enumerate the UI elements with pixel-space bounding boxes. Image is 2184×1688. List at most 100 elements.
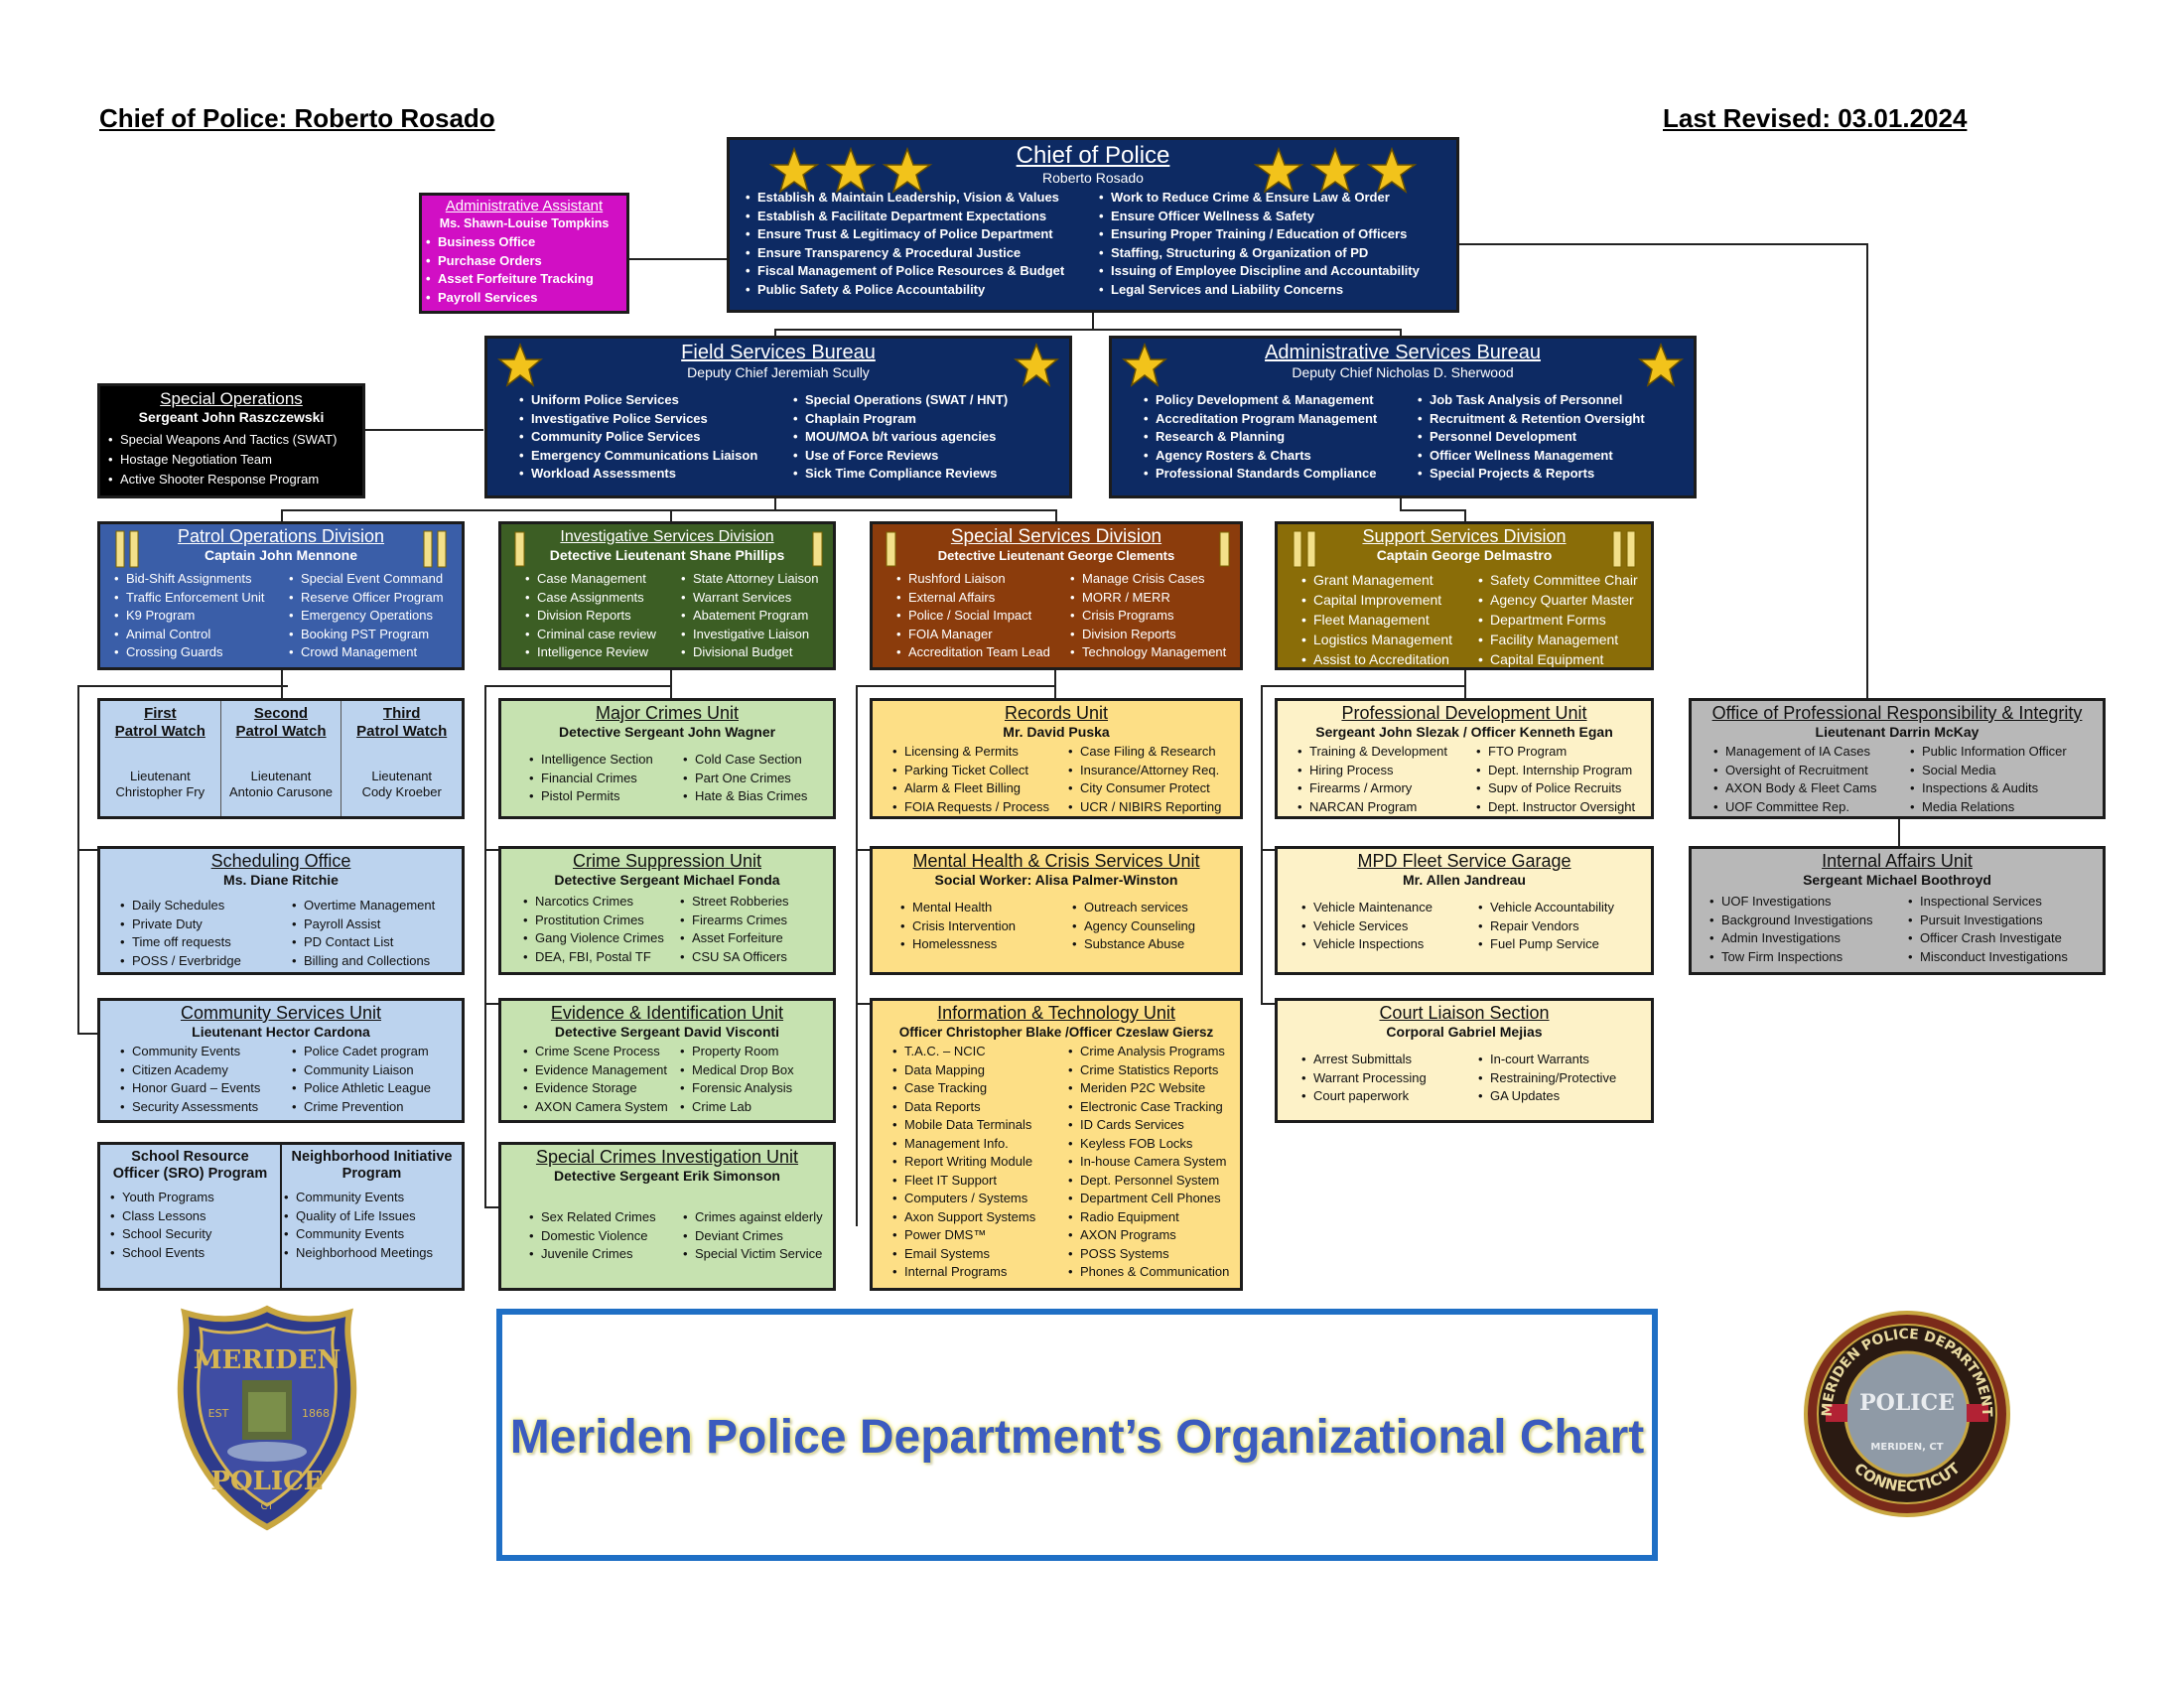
list-item: Issuing of Employee Discipline and Accou… [1099,262,1444,281]
list-item: Prostitution Crimes [523,912,672,930]
list-item: Insurance/Attorney Req. [1068,762,1236,780]
list-item: In-court Warrants [1478,1051,1647,1069]
list-item: Recruitment & Retention Oversight [1418,410,1684,429]
badge-year-text: 1868 [302,1407,330,1420]
list-item: Use of Force Reviews [793,447,1059,466]
list-item: Personnel Development [1418,428,1684,447]
records-left: Licensing & Permits Parking Ticket Colle… [890,743,1060,816]
list-item: Substance Abuse [1072,935,1236,954]
list-item: Evidence Storage [523,1079,672,1098]
patrol-div-right: Special Event Command Reserve Officer Pr… [287,570,456,662]
list-item: Axon Support Systems [892,1208,1060,1227]
list-item: Police / Social Impact [896,607,1062,626]
special-operations-title: Special Operations [160,389,303,408]
list-item: Security Assessments [120,1098,284,1117]
badge-top-text: MERIDEN [194,1345,341,1375]
list-item: Vehicle Maintenance [1301,899,1470,917]
patrol-operations-division-box: Patrol Operations Division Captain John … [97,521,465,670]
list-item: Criminal case review [525,626,673,644]
list-item: Intelligence Review [525,643,673,662]
list-item: Meriden P2C Website [1068,1079,1236,1098]
list-item: Animal Control [114,626,281,644]
last-revised-label: Last Revised: 03.01.2024 [1663,103,1968,133]
sro-title: Officer (SRO) Program [112,1166,268,1182]
list-item: Dept. Internship Program [1476,762,1647,780]
seal-city-text: MERIDEN, CT [1870,1442,1943,1453]
professional-development-unit-box: Professional Development Unit Sergeant J… [1275,698,1654,819]
list-item: Vehicle Accountability [1478,899,1647,917]
evidence-identification-unit-box: Evidence & Identification Unit Detective… [498,998,836,1123]
list-item: Vehicle Inspections [1301,935,1470,954]
invest-div-right: State Attorney Liaison Warrant Services … [679,570,829,662]
list-item: Licensing & Permits [892,743,1060,762]
chief-duties-right: Work to Reduce Crime & Ensure Law & Orde… [1097,189,1444,299]
special-div-name: Detective Lieutenant George Clements [937,548,1175,563]
list-item: Manage Crisis Cases [1070,570,1236,589]
list-item: Fiscal Management of Police Resources & … [746,262,1091,281]
list-item: Officer Wellness Management [1418,447,1684,466]
list-item: Phones & Communication [1068,1263,1236,1282]
list-item: Technology Management [1070,643,1236,662]
list-item: Property Room [680,1043,829,1061]
list-item: Tow Firm Inspections [1709,948,1900,967]
field-bureau-left: Uniform Police Services Investigative Po… [517,391,785,484]
list-item: Hate & Bias Crimes [683,787,829,806]
list-item: Crime Prevention [292,1098,456,1117]
watch-title: Third [382,705,421,722]
list-item: Emergency Operations [289,607,456,626]
list-item: Firearms Crimes [680,912,829,930]
court-liaison-section-box: Court Liaison Section Corporal Gabriel M… [1275,998,1654,1123]
watch-rank: Lieutenant [129,769,191,783]
list-item: Restraining/Protective [1478,1069,1647,1088]
scheduling-name: Ms. Diane Ritchie [223,872,339,888]
list-item: Warrant Processing [1301,1069,1470,1088]
list-item: Radio Equipment [1068,1208,1236,1227]
list-item: Emergency Communications Liaison [519,447,785,466]
invest-div-name: Detective Lieutenant Shane Phillips [549,547,785,563]
admin-bureau-left: Policy Development & Management Accredit… [1142,391,1410,484]
list-item: UOF Committee Rep. [1713,798,1902,817]
list-item: School Security [110,1225,280,1244]
nip-title: Neighborhood Initiative [291,1149,453,1165]
court-left: Arrest Submittals Warrant Processing Cou… [1299,1051,1470,1106]
list-item: Domestic Violence [529,1227,675,1246]
list-item: Rushford Liaison [896,570,1062,589]
list-item: Outreach services [1072,899,1236,917]
special-crimes-right: Crimes against elderly Deviant Crimes Sp… [681,1208,829,1264]
list-item: Public Safety & Police Accountability [746,281,1091,300]
list-item: Payroll Services [426,289,626,308]
list-item: Logistics Management [1301,630,1470,649]
list-item: Inspectional Services [1908,893,2099,912]
list-item: Oversight of Recruitment [1713,762,1902,780]
list-item: Mental Health [900,899,1064,917]
admin-bureau-title: Administrative Services Bureau [1265,342,1541,363]
list-item: Chaplain Program [793,410,1059,429]
list-item: Keyless FOB Locks [1068,1135,1236,1154]
list-item: NARCAN Program [1297,798,1468,817]
list-item: FOIA Manager [896,626,1062,644]
list-item: Community Events [284,1225,462,1244]
sro-list: Youth Programs Class Lessons School Secu… [100,1189,280,1262]
list-item: Crisis Intervention [900,917,1064,936]
list-item: Capital Improvement [1301,590,1470,610]
list-item: Agency Counseling [1072,917,1236,936]
list-item: Research & Planning [1144,428,1410,447]
records-unit-box: Records Unit Mr. David Puska Licensing &… [870,698,1243,819]
list-item: Inspections & Audits [1910,779,2099,798]
list-item: AXON Programs [1068,1226,1236,1245]
patrol-watches-box: First Patrol Watch Lieutenant Christophe… [97,698,465,819]
meriden-police-badge-logo: MERIDEN POLICE EST 1868 CT [177,1305,357,1531]
records-title: Records Unit [1004,703,1109,723]
list-item: Community Events [120,1043,284,1061]
list-item: Arrest Submittals [1301,1051,1470,1069]
mental-health-title: Mental Health & Crisis Services Unit [912,851,1200,871]
list-item: Crimes against elderly [683,1208,829,1227]
chief-name: Roberto Rosado [1042,170,1144,186]
list-item: Agency Rosters & Charts [1144,447,1410,466]
list-item: Juvenile Crimes [529,1245,675,1264]
list-item: Hiring Process [1297,762,1468,780]
watch-lieutenant-name: Antonio Carusone [228,784,334,799]
chief-header-label: Chief of Police: Roberto Rosado [99,103,495,133]
special-services-division-box: Special Services Division Detective Lieu… [870,521,1243,670]
patrol-div-name: Captain John Mennone [205,547,357,563]
